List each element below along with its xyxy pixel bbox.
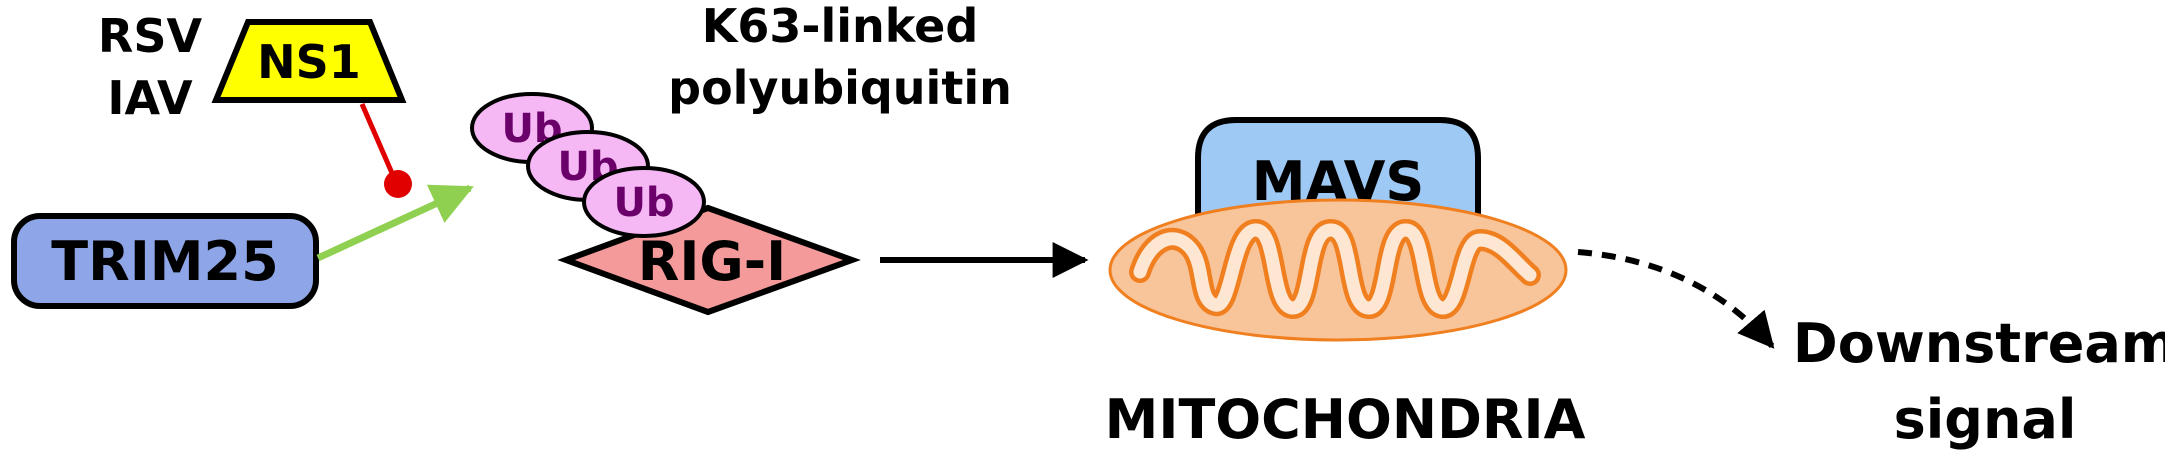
ub-ellipse-3: [582, 166, 706, 238]
downstream-label-line1: Downstream: [1793, 312, 2165, 375]
ub-chain: Ub Ub Ub: [470, 92, 706, 238]
downstream-dashed-arrow: [1577, 249, 1775, 349]
rsv-label: RSV: [98, 9, 203, 63]
k63-label-line2: polyubiquitin: [668, 61, 1012, 115]
ns1-node: NS1: [211, 19, 407, 103]
mavs-shape: [1195, 117, 1481, 228]
downstream-label-line2: signal: [1894, 388, 2077, 451]
mitochondria-node: [1108, 198, 1568, 342]
trim25-activation-arrow: [316, 184, 474, 262]
trim25-shape: [11, 213, 319, 309]
ns1-inhibition-line: [359, 103, 398, 181]
iav-label: IAV: [107, 71, 193, 125]
mitochondria-label: MITOCHONDRIA: [1105, 388, 1586, 451]
k63-label-line1: K63-linked: [702, 0, 979, 53]
inhibition-dot: [384, 170, 412, 198]
ns1-shape: [211, 19, 407, 103]
ns1-label: NS1: [257, 35, 361, 89]
trim25-label: TRIM25: [51, 230, 278, 293]
rigi-label: RIG-I: [638, 230, 787, 293]
trim25-node: TRIM25: [11, 213, 319, 309]
mitochondria-cristae-inner: [1133, 223, 1537, 315]
ub-label-3: Ub: [613, 180, 674, 226]
